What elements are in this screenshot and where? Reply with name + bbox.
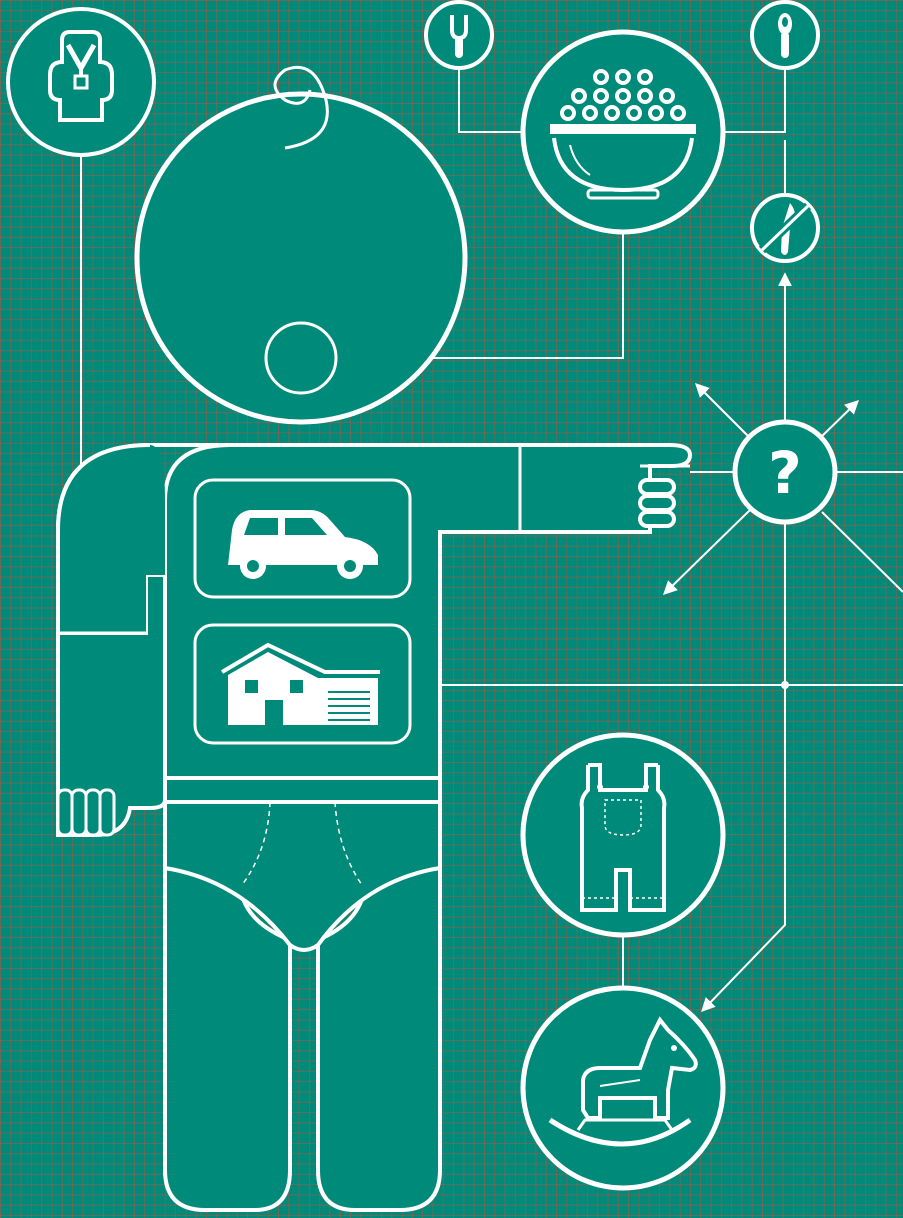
fork-icon bbox=[426, 2, 492, 68]
question-mark-text: ? bbox=[768, 439, 802, 507]
car-card bbox=[195, 480, 410, 597]
car-seat-icon bbox=[8, 9, 154, 155]
cereal-bowl-icon bbox=[523, 32, 723, 232]
overalls-icon bbox=[523, 735, 723, 935]
house-card bbox=[195, 625, 410, 743]
spoon-icon bbox=[752, 2, 818, 68]
left-hand bbox=[58, 790, 114, 835]
question-mark-icon: ? bbox=[735, 422, 835, 522]
rocking-horse-icon bbox=[523, 988, 723, 1188]
belt bbox=[165, 778, 440, 802]
junction-dot bbox=[781, 681, 789, 689]
no-knife-icon bbox=[752, 195, 818, 261]
head bbox=[137, 67, 465, 422]
